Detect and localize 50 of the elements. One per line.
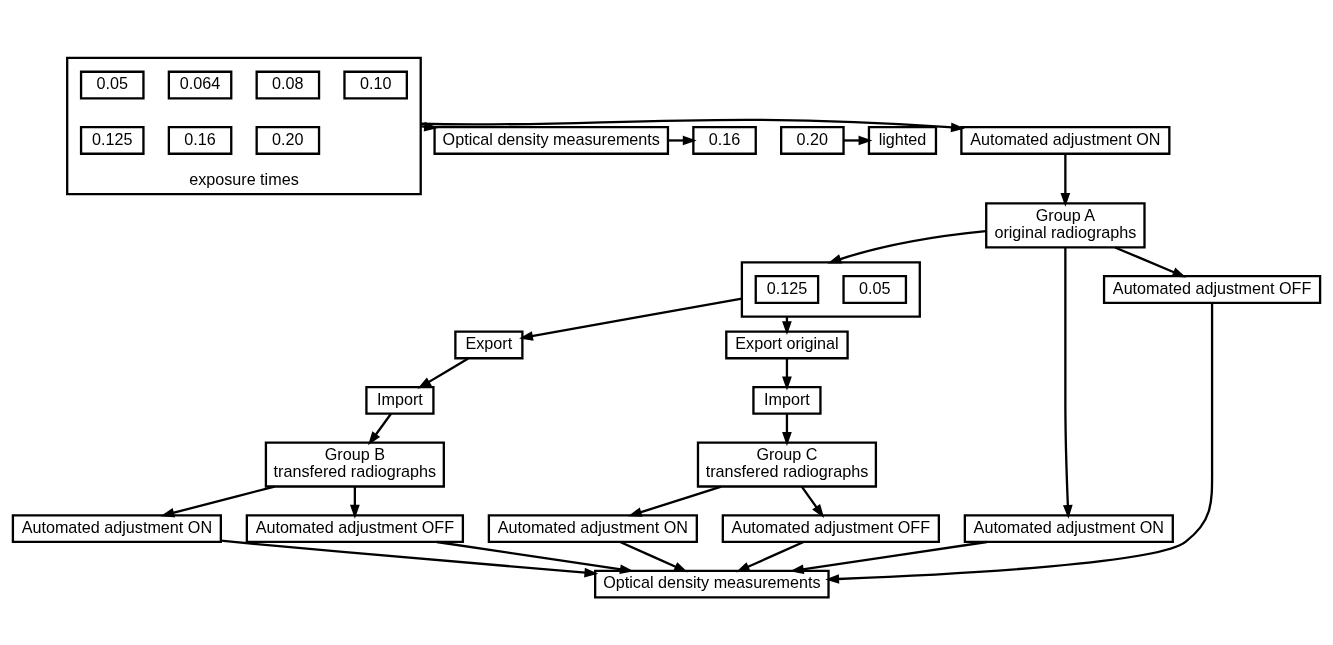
node-box: Group B transfered radiographs: [264, 440, 445, 488]
arrow: [825, 302, 1214, 584]
arrow: [1060, 153, 1071, 207]
arrow: [160, 484, 275, 517]
node-box: 0.125: [754, 274, 820, 304]
arrow: [735, 540, 804, 572]
node-box: 0.16: [692, 125, 757, 155]
node-box: Optical density measurements: [594, 569, 830, 599]
node-box: 0.125: [79, 125, 145, 155]
node-box: Import: [365, 385, 435, 415]
node-box: Optical density measurements: [433, 125, 670, 155]
arrow: [417, 356, 469, 389]
cluster: [740, 260, 921, 318]
arrow: [220, 539, 599, 577]
arrow: [800, 485, 825, 518]
arrow: [782, 413, 792, 446]
arrow: [827, 229, 986, 264]
arrow: [619, 540, 688, 572]
node-box: Automated adjustment ON: [11, 513, 222, 543]
node-box: 0.10: [343, 70, 408, 99]
node-box: 0.064: [167, 70, 233, 99]
node-box: 0.08: [255, 70, 321, 99]
node-box: lighted: [867, 125, 938, 155]
node-box: Export: [454, 330, 524, 359]
arrow: [1114, 245, 1187, 277]
arrow: [843, 135, 873, 145]
node-box: Automated adjustment ON: [487, 513, 698, 543]
arrow: [519, 297, 743, 341]
node-box: Group A original radiographs: [985, 201, 1146, 248]
node-box: Group C transfered radiographs: [696, 440, 878, 488]
arrow: [1062, 247, 1073, 519]
node-box: Automated adjustment OFF: [245, 513, 465, 543]
arrow: [668, 135, 697, 145]
arrow: [350, 486, 360, 519]
arrow: [628, 485, 722, 517]
arrow: [368, 412, 392, 445]
node-box: Automated adjustment OFF: [1102, 274, 1322, 304]
node-box: Automated adjustment ON: [963, 513, 1174, 543]
node-box: 0.16: [167, 125, 233, 155]
node-box: 0.05: [79, 70, 145, 99]
arrow: [789, 540, 988, 574]
node-box: 0.05: [842, 274, 908, 304]
arrow: [782, 357, 792, 390]
node-box: Automated adjustment OFF: [721, 513, 940, 543]
node-box: Export original: [725, 330, 849, 359]
arrow: [436, 540, 634, 574]
node-box: Import: [752, 385, 822, 415]
node-box: 0.20: [780, 125, 845, 155]
node-box: 0.20: [255, 125, 321, 155]
node-box: Automated adjustment ON: [960, 125, 1171, 155]
